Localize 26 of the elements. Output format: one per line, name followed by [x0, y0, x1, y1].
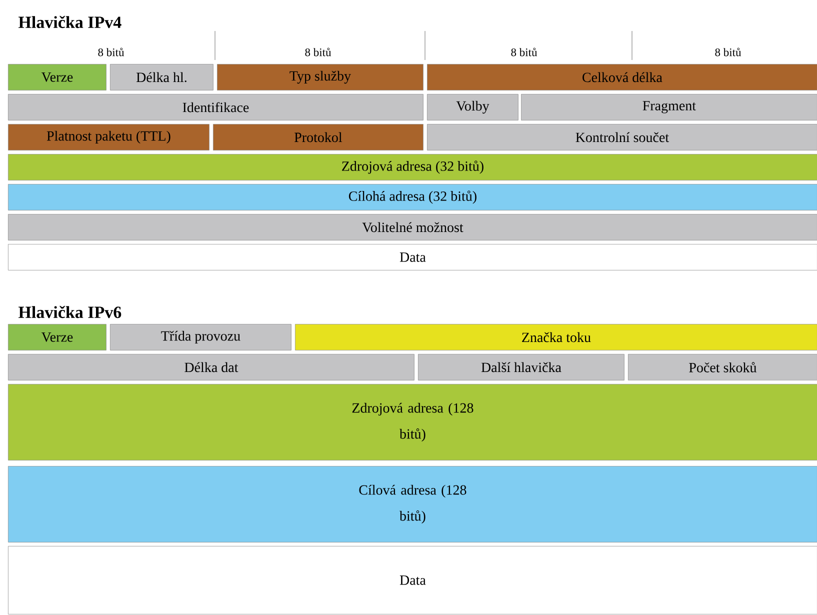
field-box: Celková délka — [427, 64, 817, 90]
field-box: Identifikace — [8, 94, 424, 120]
field-box: Délka hl. — [110, 64, 214, 90]
field-box: Volitelné možnost — [8, 214, 817, 240]
field-box: Třída provozu — [110, 324, 292, 350]
field-box: Značka toku — [295, 324, 817, 350]
field-box: Cílohá adresa (32 bitů) — [8, 184, 817, 210]
field-box: Platnost paketu (TTL) — [8, 124, 210, 150]
section-heading: Hlavička IPv4 — [18, 16, 122, 28]
field-box: Fragment — [521, 94, 817, 120]
field-box: Data — [8, 244, 817, 270]
field-box: Zdrojová adresa (128 bitů) — [8, 384, 817, 460]
section-heading: Hlavička IPv6 — [18, 306, 122, 318]
field-box: Typ služby — [217, 64, 424, 90]
field-box: Délka dat — [8, 354, 414, 380]
field-box: Cílová adresa (128 bitů) — [8, 466, 817, 542]
bit-width-label: 8 bitů — [98, 48, 124, 56]
field-box: Volby — [427, 94, 518, 120]
field-box: Počet skoků — [628, 354, 817, 380]
field-box: Verze — [8, 324, 106, 350]
field-box: Zdrojová adresa (32 bitů) — [8, 154, 817, 180]
field-box: Kontrolní součet — [427, 124, 817, 150]
field-box: Data — [8, 546, 817, 614]
field-box: Další hlavička — [418, 354, 624, 380]
field-box: Protokol — [213, 124, 424, 150]
field-box: Verze — [8, 64, 106, 90]
